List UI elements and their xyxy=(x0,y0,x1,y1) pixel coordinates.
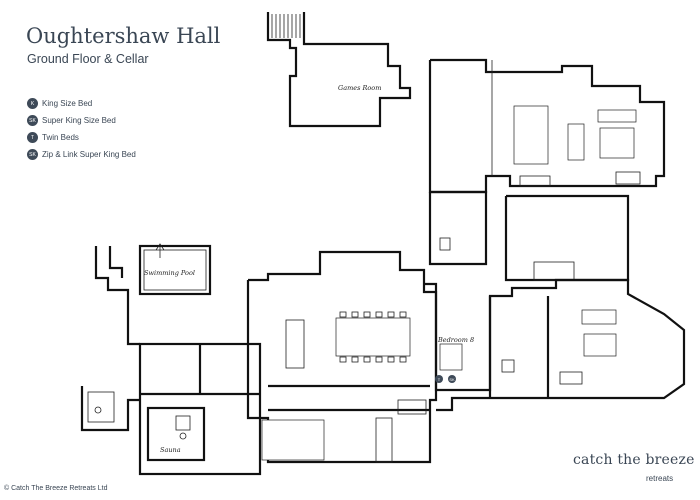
legend-label: Twin Beds xyxy=(42,133,79,142)
brand-tagline: retreats xyxy=(646,474,674,483)
games-room: Games Room xyxy=(266,12,412,128)
super-king-bed-badge-icon xyxy=(448,375,456,383)
right-top-wing xyxy=(428,58,666,194)
right-middle-section xyxy=(428,190,630,282)
swimming-pool: Swimming Pool xyxy=(138,243,212,296)
left-wing: Sauna xyxy=(80,246,262,476)
bed-legend: K King Size Bed SK Super King Size Bed T… xyxy=(27,95,136,163)
legend-label: Super King Size Bed xyxy=(42,116,116,125)
twin-bed-badge-icon xyxy=(435,375,443,383)
super-king-bed-badge-icon: SK xyxy=(27,115,38,126)
bedroom-8-label: Bedroom 8 xyxy=(437,336,474,344)
central-wing xyxy=(246,250,438,464)
sauna-label: Sauna xyxy=(160,446,181,454)
legend-item-zip-link: SK Zip & Link Super King Bed xyxy=(27,146,136,163)
legend-item-twin: T Twin Beds xyxy=(27,129,136,146)
page-subtitle: Ground Floor & Cellar xyxy=(27,52,149,66)
brand-logo: catch the breeze xyxy=(573,452,695,468)
games-room-label: Games Room xyxy=(338,84,381,92)
swimming-pool-label: Swimming Pool xyxy=(144,269,195,277)
bedroom-badge-super-king: SK xyxy=(449,377,455,382)
bedroom-badge-twin: T xyxy=(438,377,441,382)
legend-item-super-king: SK Super King Size Bed xyxy=(27,112,136,129)
zip-link-bed-badge-icon: SK xyxy=(27,149,38,160)
legend-label: King Size Bed xyxy=(42,99,93,108)
page-title: Oughtershaw Hall xyxy=(26,24,221,48)
twin-bed-badge-icon: T xyxy=(27,132,38,143)
copyright-text: © Catch The Breeze Retreats Ltd xyxy=(4,485,108,492)
bottom-right-section: Bedroom 8 T SK xyxy=(424,278,686,412)
legend-item-king: K King Size Bed xyxy=(27,95,136,112)
king-bed-badge-icon: K xyxy=(27,98,38,109)
legend-label: Zip & Link Super King Bed xyxy=(42,150,136,159)
